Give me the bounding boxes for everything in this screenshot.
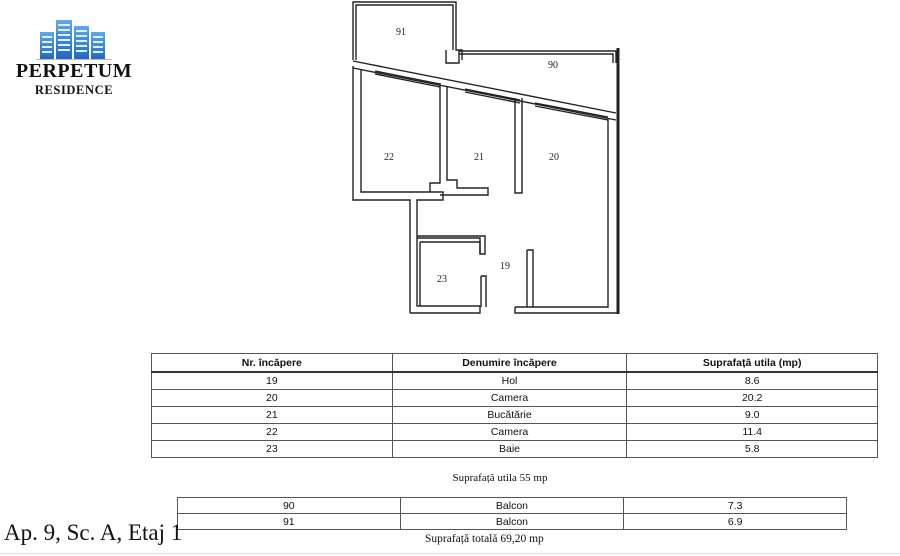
room-label-20: 20	[549, 152, 559, 163]
table-row: 20 Camera 20.2	[151, 389, 878, 407]
balcony-table: 90 Balcon 7.3 91 Balcon 6.9	[177, 497, 847, 530]
useful-area-summary: Suprafață utila 55 mp	[452, 472, 548, 484]
room-number: 22	[151, 423, 393, 441]
column-header: Denumire încăpere	[391, 353, 628, 373]
room-number: 19	[151, 371, 393, 390]
room-area: 7.3	[623, 497, 847, 514]
room-label-23: 23	[437, 274, 447, 285]
brand-name: PERPETUM	[15, 60, 133, 82]
column-header: Suprafață utila (mp)	[626, 353, 878, 373]
room-area: 5.8	[626, 440, 878, 458]
brand-logo: PERPETUM RESIDENCE	[0, 0, 160, 110]
table-row: 19 Hol 8.6	[151, 371, 878, 390]
room-number: 91	[177, 513, 401, 530]
room-number: 23	[151, 440, 393, 458]
room-label-91: 91	[396, 27, 406, 38]
divider	[0, 553, 900, 554]
room-name: Bucătărie	[391, 406, 628, 424]
room-number: 20	[151, 389, 393, 407]
room-name: Hol	[391, 371, 628, 390]
column-header: Nr. încăpere	[151, 353, 393, 373]
table-row: 90 Balcon 7.3	[177, 497, 847, 514]
room-name: Camera	[391, 389, 628, 407]
room-label-22: 22	[384, 152, 394, 163]
room-name: Balcon	[399, 513, 625, 530]
table-row: 23 Baie 5.8	[151, 440, 878, 458]
room-area: 20.2	[626, 389, 878, 407]
rooms-table: Nr. încăpere Denumire încăpere Suprafață…	[151, 353, 878, 458]
table-header-row: Nr. încăpere Denumire încăpere Suprafață…	[151, 353, 878, 373]
room-area: 11.4	[626, 423, 878, 441]
room-area: 9.0	[626, 406, 878, 424]
total-area-summary: Suprafață totală 69,20 mp	[425, 533, 544, 545]
table-row: 22 Camera 11.4	[151, 423, 878, 441]
room-number: 21	[151, 406, 393, 424]
room-area: 8.6	[626, 371, 878, 390]
room-label-90: 90	[548, 60, 558, 71]
room-label-21: 21	[474, 152, 484, 163]
brand-subtitle: RESIDENCE	[34, 83, 114, 97]
room-name: Balcon	[399, 497, 625, 514]
room-name: Camera	[391, 423, 628, 441]
floor-plan-drawing	[352, 1, 620, 314]
room-name: Baie	[391, 440, 628, 458]
room-label-19: 19	[500, 261, 510, 272]
buildings-icon	[36, 20, 112, 60]
table-row: 21 Bucătărie 9.0	[151, 406, 878, 424]
table-row: 91 Balcon 6.9	[177, 513, 847, 530]
room-area: 6.9	[623, 513, 847, 530]
floor-plan: 91 90 22 21 20 23 19	[340, 0, 630, 325]
room-number: 90	[177, 497, 401, 514]
apartment-label: Ap. 9, Sc. A, Etaj 1	[4, 520, 183, 545]
